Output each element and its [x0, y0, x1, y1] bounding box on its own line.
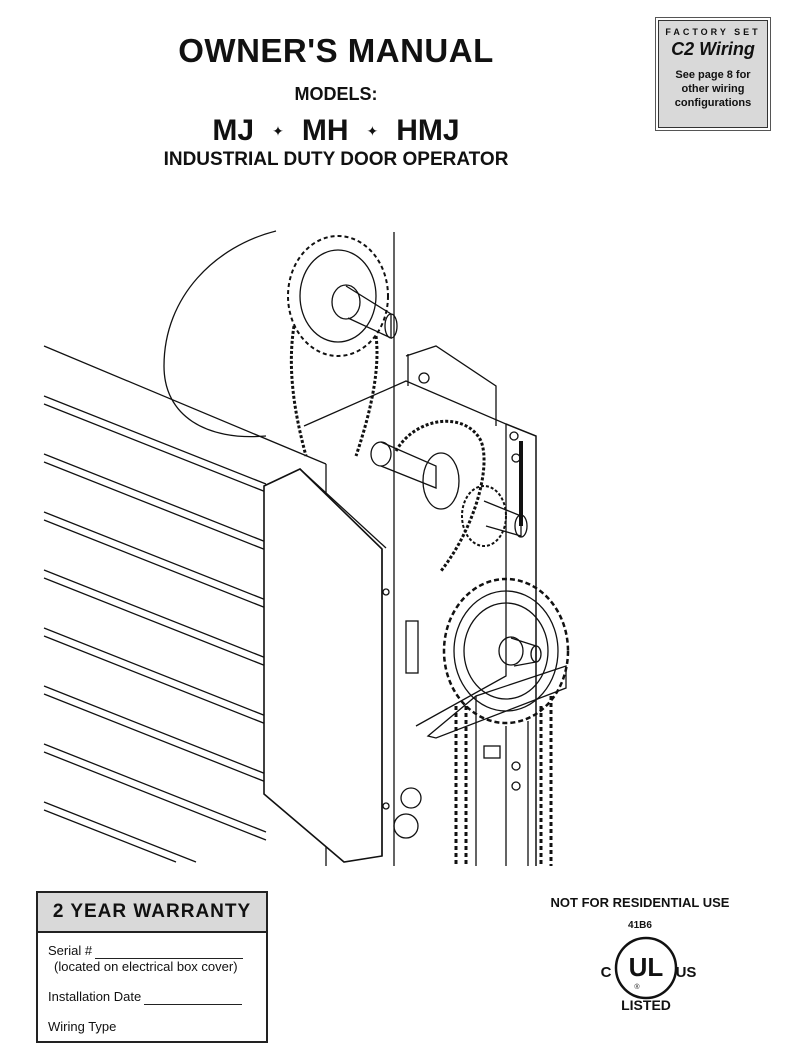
serial-row: Serial #: [48, 943, 244, 959]
serial-note: (located on electrical box cover): [54, 959, 238, 974]
gearbox-frame: [303, 345, 537, 866]
factory-note-line: other wiring: [681, 83, 745, 95]
drive-chain: [289, 325, 308, 457]
mounting-plate: [426, 665, 567, 739]
output-sprocket: [461, 485, 528, 547]
factory-set-box: FACTORY SET C2 Wiring See page 8 for oth…: [658, 20, 768, 128]
separator-icon: ✦: [272, 122, 284, 139]
factory-set-label: FACTORY SET: [665, 27, 761, 37]
models-row: MJ ✦ MH ✦ HMJ: [0, 114, 672, 148]
electrical-box: [263, 468, 422, 863]
document-code: 41B6: [628, 920, 652, 931]
factory-note-line: configurations: [674, 97, 752, 109]
models-label: MODELS:: [294, 84, 378, 104]
residential-notice: NOT FOR RESIDENTIAL USE: [550, 895, 730, 910]
ul-left-text: C: [601, 964, 612, 981]
ul-registered: ®: [634, 983, 640, 991]
warranty-title: 2 YEAR WARRANTY: [38, 893, 266, 933]
ul-listed-logo: UL ® C US LISTED: [601, 936, 696, 1012]
model-hmj: HMJ: [396, 114, 460, 147]
serial-label: Serial #: [48, 943, 93, 958]
separator-icon: ✦: [366, 122, 379, 139]
installation-date-field[interactable]: [144, 989, 243, 1005]
installation-label: Installation Date: [48, 989, 142, 1004]
rail-bracket: [475, 696, 529, 866]
drive-chain: [354, 335, 379, 457]
installation-row: Installation Date: [48, 989, 243, 1005]
warranty-box: 2 YEAR WARRANTY Serial # (located on ele…: [36, 891, 268, 1043]
factory-note-line: See page 8 for: [675, 69, 751, 81]
page-subtitle: INDUSTRIAL DUTY DOOR OPERATOR: [163, 149, 509, 170]
serial-field[interactable]: [95, 943, 244, 959]
door-drum: [163, 230, 277, 438]
hand-chain: [454, 696, 553, 866]
model-mh: MH: [301, 114, 349, 147]
ul-bottom-text: LISTED: [621, 997, 671, 1012]
door-operator-illustration: [43, 230, 570, 866]
factory-wiring: C2 Wiring: [671, 39, 755, 59]
factory-note: See page 8 for other wiring configuratio…: [659, 68, 767, 110]
wiring-row: Wiring Type: [48, 1019, 116, 1034]
ul-center-text: UL: [629, 952, 664, 982]
ul-circle: [614, 936, 678, 1000]
ul-right-text: US: [676, 964, 696, 981]
model-mj: MJ: [212, 114, 255, 147]
wiring-label: Wiring Type: [48, 1019, 117, 1034]
drum-sprocket: [287, 235, 398, 357]
secondary-chain: [394, 419, 486, 572]
page-title: OWNER'S MANUAL: [178, 32, 494, 69]
motor-shaft: [370, 441, 460, 510]
